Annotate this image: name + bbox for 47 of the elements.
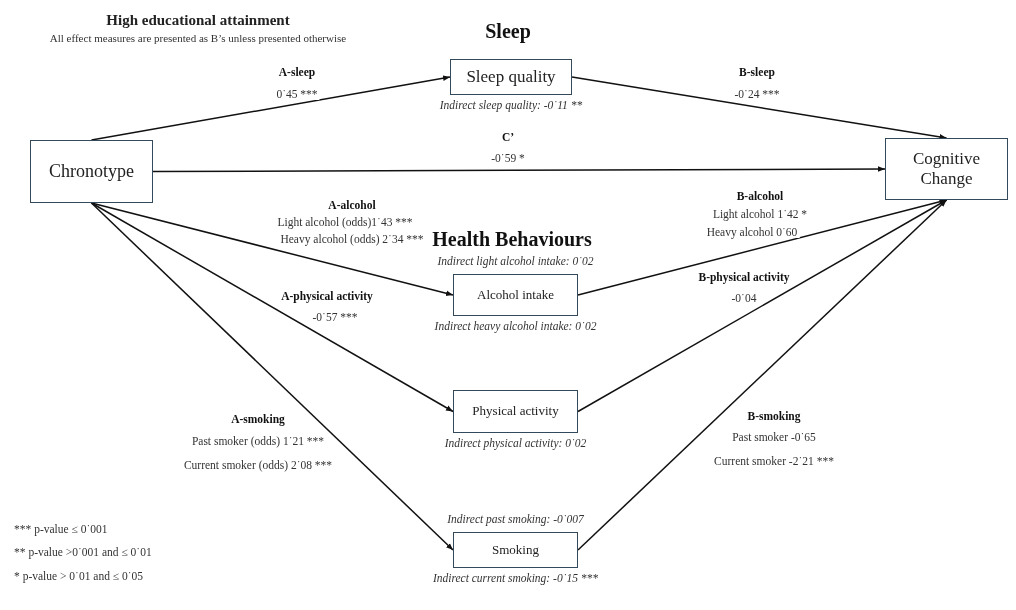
- indirect-effect-text: Indirect physical activity: 0˙02: [442, 437, 589, 449]
- indirect-effect-text: Indirect past smoking: -0˙007: [445, 513, 586, 525]
- edge-label: A-smoking: [229, 413, 287, 425]
- annotation-text: All effect measures are presented as B’s unless presented otherwise: [47, 32, 349, 44]
- annotation-text: Current smoker -2˙21 ***: [712, 455, 836, 467]
- annotation-text: Light alcohol 1˙42 *: [710, 208, 810, 220]
- indirect-effect-text: Indirect light alcohol intake: 0˙02: [435, 255, 596, 267]
- annotation-text: -0˙57 ***: [310, 311, 360, 323]
- annotation-text: Past smoker -0˙65: [730, 431, 818, 443]
- annotation-text: -0˙59 *: [489, 152, 527, 164]
- arrow: [90, 202, 454, 551]
- edge-label: A-alcohol: [326, 199, 378, 211]
- edge-label: B-physical activity: [696, 271, 792, 283]
- diagram-title: High educational attainment: [106, 12, 290, 29]
- annotation-text: ** p-value >0˙001 and ≤ 0˙01: [12, 546, 154, 558]
- arrow: [152, 166, 886, 173]
- variable-box: Smoking: [453, 532, 578, 568]
- annotation-text: -0˙24 ***: [732, 88, 782, 100]
- indirect-effect-text: Indirect current smoking: -0˙15 ***: [430, 572, 601, 584]
- edge-label: C’: [499, 131, 517, 143]
- variable-box: Chronotype: [30, 140, 153, 203]
- section-heading: Sleep: [483, 20, 533, 43]
- arrow: [571, 76, 948, 140]
- indirect-effect-text: Indirect sleep quality: -0˙11 **: [437, 99, 585, 111]
- variable-box: Alcohol intake: [453, 274, 578, 316]
- annotation-text: Current smoker (odds) 2˙08 ***: [181, 459, 335, 471]
- edge-label: B-alcohol: [734, 190, 786, 202]
- arrow: [577, 199, 948, 551]
- annotation-text: 0˙45 ***: [274, 88, 320, 100]
- edge-label: A-physical activity: [279, 290, 375, 302]
- variable-box: Physical activity: [453, 390, 578, 433]
- arrow: [90, 202, 454, 413]
- annotation-text: -0˙04: [729, 292, 759, 304]
- arrow: [90, 75, 451, 141]
- arrow: [577, 199, 948, 413]
- annotation-text: *** p-value ≤ 0˙001: [12, 523, 110, 535]
- edge-label: B-smoking: [745, 410, 803, 422]
- variable-box: Sleep quality: [450, 59, 572, 95]
- indirect-effect-text: Indirect heavy alcohol intake: 0˙02: [432, 320, 599, 332]
- annotation-text: Light alcohol (odds)1˙43 ***: [275, 216, 415, 228]
- edge-label: A-sleep: [276, 66, 318, 78]
- annotation-text: Heavy alcohol 0˙60: [704, 226, 800, 238]
- edge-label: B-sleep: [737, 66, 777, 78]
- variable-box: Cognitive Change: [885, 138, 1008, 200]
- annotation-text: Past smoker (odds) 1˙21 ***: [189, 435, 327, 447]
- annotation-text: * p-value > 0˙01 and ≤ 0˙05: [12, 570, 146, 582]
- annotation-text: Heavy alcohol (odds) 2˙34 ***: [278, 233, 426, 245]
